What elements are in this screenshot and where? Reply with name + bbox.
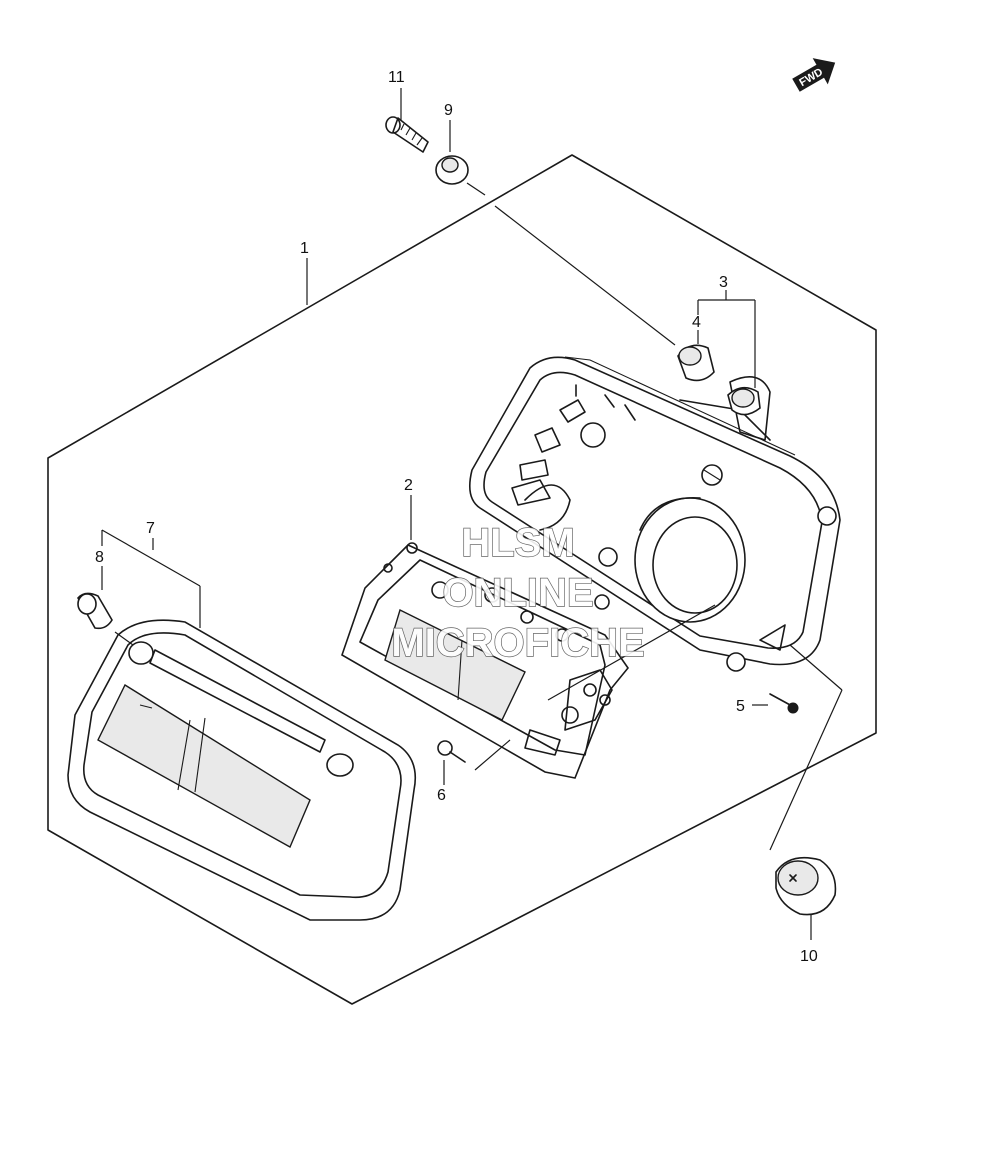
meter-cover [67,619,417,921]
grommet-3 [727,386,761,416]
leader-lines [101,88,843,940]
callout-9: 9 [444,102,453,119]
forward-direction-indicator: FWD [792,58,836,92]
meter-circuit-board [341,542,630,779]
collar-9 [435,155,469,185]
screw-11 [385,116,429,153]
watermark-line-1: HLSM [461,521,574,565]
cushion-10 [775,856,837,916]
grommet-4 [677,344,715,382]
callout-1: 1 [300,240,309,257]
callout-10: 10 [800,948,818,965]
screw-5 [769,693,799,714]
fwd-label: FWD [797,66,825,89]
callout-6: 6 [437,787,446,804]
watermark-line-3: MICROFICHE [391,621,644,665]
forward-arrow-icon [792,58,836,92]
callout-5: 5 [736,698,745,715]
callout-3: 3 [719,274,728,291]
callout-11: 11 [388,69,405,86]
watermark-line-2: ONLINE [442,571,593,615]
bolt-8 [77,592,113,630]
assembly-boundary [47,154,877,1005]
callout-8: 8 [95,549,104,566]
callout-2: 2 [404,477,413,494]
callout-7: 7 [146,520,155,537]
callout-4: 4 [692,314,701,331]
watermark: HLSM ONLINE MICROFICHE [391,520,646,665]
screw-6 [437,740,466,763]
meter-case-housing [469,356,841,672]
